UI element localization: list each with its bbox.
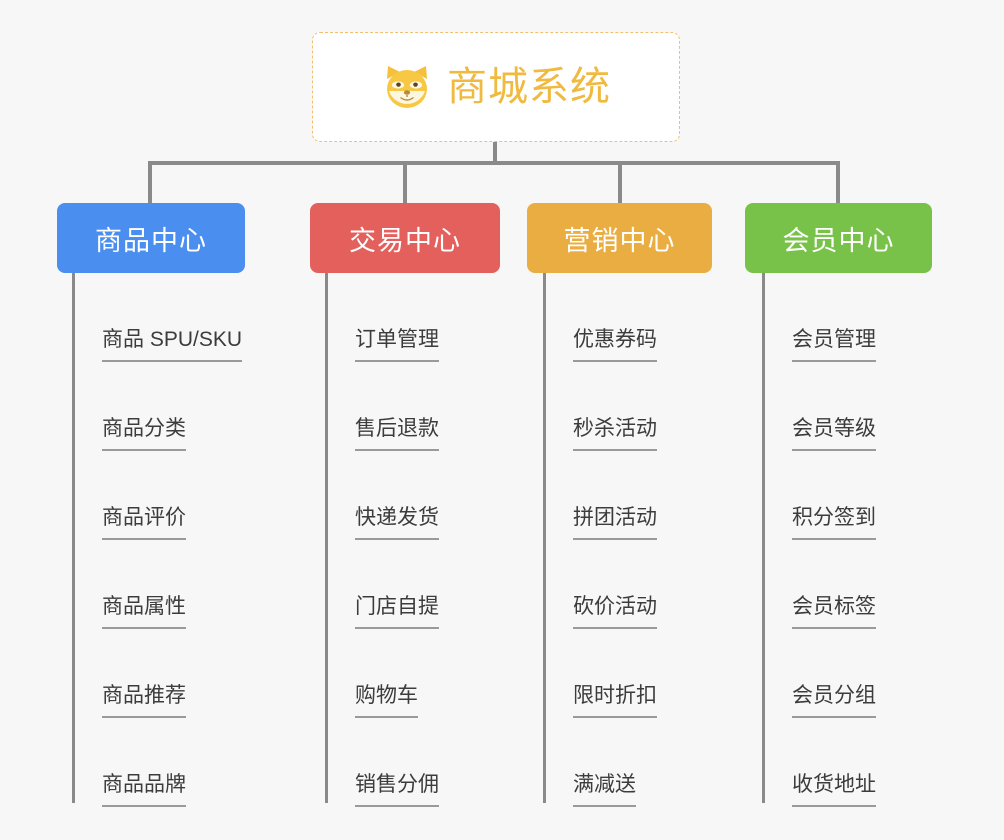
sub-item[interactable]: 商品 SPU/SKU — [72, 273, 243, 362]
sub-item[interactable]: 限时折扣 — [543, 629, 657, 718]
sub-item-label: 会员标签 — [792, 594, 876, 629]
sub-item-label: 商品推荐 — [102, 683, 186, 718]
sub-item[interactable]: 商品品牌 — [72, 718, 242, 807]
category-box-4[interactable]: 会员中心 — [745, 203, 932, 273]
sub-item-label: 会员等级 — [792, 416, 876, 451]
connector-drop-1 — [148, 161, 152, 203]
connector-drop-3 — [618, 161, 622, 203]
sub-item-label: 商品 SPU/SKU — [102, 327, 243, 362]
connector-spine-2 — [325, 273, 328, 803]
sub-item-label: 砍价活动 — [573, 594, 657, 629]
category-label: 营销中心 — [563, 225, 676, 256]
sub-item-label: 收货地址 — [792, 772, 876, 807]
sub-item[interactable]: 会员管理 — [762, 273, 876, 362]
sub-item[interactable]: 快递发货 — [325, 451, 439, 540]
sub-item[interactable]: 拼团活动 — [543, 451, 657, 540]
connector-drop-2 — [403, 161, 407, 203]
sub-item[interactable]: 销售分佣 — [325, 718, 439, 807]
sub-item-label: 会员分组 — [792, 683, 876, 718]
sub-item[interactable]: 售后退款 — [325, 362, 439, 451]
category-label: 会员中心 — [782, 225, 895, 256]
connector-spine-1 — [72, 273, 75, 803]
category-label: 商品中心 — [95, 225, 207, 256]
sub-item-label: 购物车 — [355, 683, 418, 718]
sub-item-label: 拼团活动 — [573, 505, 657, 540]
category-label: 交易中心 — [349, 225, 461, 256]
sub-item[interactable]: 收货地址 — [762, 718, 876, 807]
sub-item-label: 商品属性 — [102, 594, 186, 629]
sub-item[interactable]: 会员分组 — [762, 629, 876, 718]
sub-item[interactable]: 商品分类 — [72, 362, 242, 451]
sub-item-label: 会员管理 — [792, 327, 876, 362]
category-box-2[interactable]: 交易中心 — [310, 203, 500, 273]
sub-item[interactable]: 满减送 — [543, 718, 657, 807]
item-column-4: 会员管理会员等级积分签到会员标签会员分组收货地址 — [762, 273, 876, 807]
sub-item-label: 优惠券码 — [573, 327, 657, 362]
sub-item[interactable]: 门店自提 — [325, 540, 439, 629]
connector-root-stem — [493, 142, 497, 164]
connector-horizontal-bus — [150, 161, 840, 165]
sub-item-label: 售后退款 — [355, 416, 439, 451]
sub-item-label: 订单管理 — [355, 327, 439, 362]
sub-item[interactable]: 商品属性 — [72, 540, 242, 629]
root-title: 商城系统 — [447, 65, 611, 109]
sub-item[interactable]: 优惠券码 — [543, 273, 657, 362]
sub-item[interactable]: 订单管理 — [325, 273, 439, 362]
sub-item-label: 销售分佣 — [355, 772, 439, 807]
sub-item-label: 门店自提 — [355, 594, 439, 629]
sub-item-label: 快递发货 — [355, 505, 439, 540]
sub-item-label: 秒杀活动 — [573, 416, 657, 451]
shiba-dog-icon — [381, 63, 433, 111]
root-node-shop-system[interactable]: 商城系统 — [312, 32, 680, 142]
connector-spine-4 — [762, 273, 765, 803]
sub-item-label: 商品分类 — [102, 416, 186, 451]
category-box-3[interactable]: 营销中心 — [527, 203, 712, 273]
item-column-2: 订单管理售后退款快递发货门店自提购物车销售分佣 — [325, 273, 439, 807]
sub-item[interactable]: 砍价活动 — [543, 540, 657, 629]
sub-item[interactable]: 秒杀活动 — [543, 362, 657, 451]
sub-item[interactable]: 购物车 — [325, 629, 439, 718]
sub-item-label: 积分签到 — [792, 505, 876, 540]
sub-item-label: 商品评价 — [102, 505, 186, 540]
sub-item[interactable]: 会员等级 — [762, 362, 876, 451]
sub-item[interactable]: 积分签到 — [762, 451, 876, 540]
sub-item-label: 商品品牌 — [102, 772, 186, 807]
sub-item[interactable]: 会员标签 — [762, 540, 876, 629]
connector-spine-3 — [543, 273, 546, 803]
item-column-1: 商品 SPU/SKU 商品分类商品评价商品属性商品推荐商品品牌 — [72, 273, 243, 807]
connector-drop-4 — [836, 161, 840, 203]
sub-item-label: 限时折扣 — [573, 683, 657, 718]
sub-item[interactable]: 商品评价 — [72, 451, 242, 540]
sub-item[interactable]: 商品推荐 — [72, 629, 242, 718]
category-box-1[interactable]: 商品中心 — [57, 203, 245, 273]
item-column-3: 优惠券码秒杀活动拼团活动砍价活动限时折扣满减送 — [543, 273, 657, 807]
sub-item-label: 满减送 — [573, 772, 636, 807]
